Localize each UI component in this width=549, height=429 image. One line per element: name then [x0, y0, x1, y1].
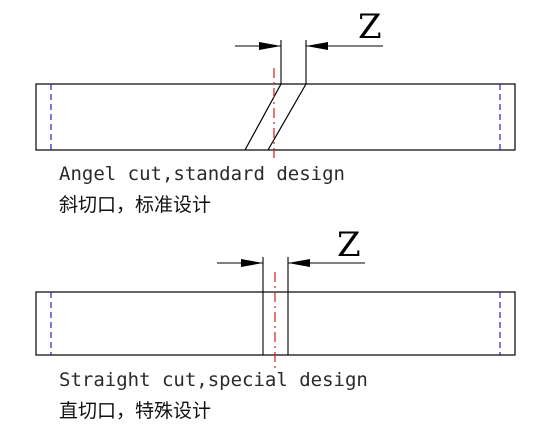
dimension-label-1: Z: [358, 7, 382, 47]
caption-en-1: Angel cut,standard design: [59, 163, 345, 185]
caption-zh-2: 直切口，特殊设计: [59, 400, 211, 422]
dimension-arrow-left-1: [259, 42, 281, 50]
angle-cut-line-right: [267, 83, 307, 151]
caption-en-2: Straight cut,special design: [59, 369, 368, 391]
dimension-arrow-left-2: [241, 259, 263, 267]
angle-cut-diagram: Z Angel cut,standard design 斜切口，标准设计: [35, 7, 516, 216]
dimension-arrow-right-2: [288, 259, 310, 267]
angle-cut-line-left: [244, 83, 282, 151]
straight-cut-diagram: Z Straight cut,special design 直切口，特殊设计: [35, 225, 516, 422]
dimension-label-2: Z: [337, 225, 361, 265]
belt-outline-1: [35, 83, 516, 151]
dimension-arrow-right-1: [306, 42, 328, 50]
caption-zh-1: 斜切口，标准设计: [59, 194, 211, 216]
